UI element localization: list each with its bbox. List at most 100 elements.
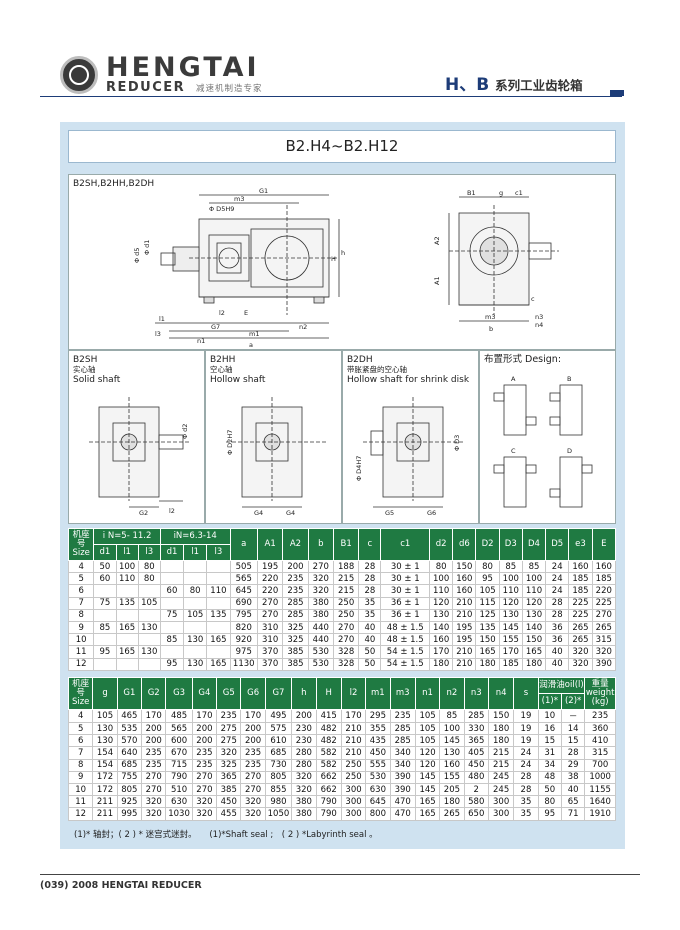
table-cell: 235 <box>584 709 616 723</box>
svg-text:n1: n1 <box>197 337 205 345</box>
table-cell: 28 <box>545 596 570 610</box>
table-cell: 440 <box>307 620 334 635</box>
sub-col-header: l3 <box>137 544 161 561</box>
drawing-b2hh-cn: 空心轴 <box>210 365 233 374</box>
table-cell: 410 <box>584 734 616 748</box>
svg-text:Φ d5: Φ d5 <box>133 248 141 263</box>
table-cell: 250 <box>340 758 367 772</box>
table-cell: 365 <box>216 770 242 784</box>
table-cell: 120 <box>414 758 441 772</box>
drawing-b2sh-code: B2SH <box>73 355 98 365</box>
table-cell: 95 <box>93 645 117 659</box>
table-cell: 188 <box>332 559 360 574</box>
table-cell: 154 <box>92 746 118 760</box>
table-cell: 130 <box>92 721 118 736</box>
table-cell: 565 <box>165 721 193 736</box>
table-cell: 200 <box>282 559 309 574</box>
table-cell: 130 <box>183 657 208 671</box>
table-cell: 1640 <box>584 795 616 809</box>
table-cell: 172 <box>92 782 118 797</box>
col-header: D2 <box>475 528 500 561</box>
table-cell: 85 <box>498 559 523 574</box>
table-cell: 180 <box>521 657 547 671</box>
table-cell: 220 <box>591 584 617 598</box>
table-cell: 36 ± 1 <box>380 608 431 622</box>
size-cell: 10 <box>67 782 94 797</box>
table-cell: 925 <box>116 795 143 809</box>
sub-col-header: d1 <box>93 544 117 561</box>
design-a-label: A <box>511 375 516 383</box>
table-cell: 211 <box>92 807 118 821</box>
table-cell <box>115 608 139 622</box>
size-cell: 6 <box>67 734 94 748</box>
design-svg: A B C D <box>493 375 593 508</box>
col-header: D3 <box>498 528 523 561</box>
series-text: 系列工业齿轮箱 <box>495 78 583 93</box>
table-cell: 195 <box>256 559 284 574</box>
table-cell: 34 <box>537 758 562 772</box>
svg-text:Φ D3: Φ D3 <box>453 435 461 451</box>
table-cell: 270 <box>191 782 218 797</box>
table-cell: 1910 <box>584 807 616 821</box>
table-cell: 270 <box>240 770 266 784</box>
table-cell: 265 <box>568 633 593 647</box>
table-cell: 1050 <box>264 807 293 821</box>
size-cell: 12 <box>67 807 94 821</box>
table-cell: 145 <box>414 782 441 797</box>
svg-text:G6: G6 <box>427 509 436 517</box>
table-cell: 450 <box>365 746 391 760</box>
table-cell: 980 <box>264 795 293 809</box>
table-cell: 50 <box>537 782 562 797</box>
table-cell: 120 <box>414 746 441 760</box>
table-cell: 328 <box>332 645 360 659</box>
col-header: G4 <box>191 677 218 710</box>
table-cell: 110 <box>521 584 547 598</box>
table-cell: 28 <box>358 572 382 586</box>
table-cell: 582 <box>315 758 342 772</box>
table-cell: 80 <box>137 572 161 586</box>
table-cell <box>159 645 185 659</box>
table-cell: 85 <box>439 709 465 723</box>
table-cell: 30 ± 1 <box>380 559 431 574</box>
table-cell: 270 <box>141 770 167 784</box>
table-cell: 320 <box>191 795 218 809</box>
table-cell: 685 <box>264 746 293 760</box>
table-cell: 535 <box>116 721 143 736</box>
table-cell: 215 <box>332 584 360 598</box>
col-header: n2 <box>439 677 465 710</box>
table-cell: 40 <box>358 633 382 647</box>
col-header: l2 <box>340 677 367 710</box>
table-cell: 130 <box>92 734 118 748</box>
ratio-group-2: iN=6.3-14 <box>159 528 231 545</box>
table-cell: 2 <box>463 782 489 797</box>
svg-text:b: b <box>489 325 493 333</box>
table-cell: 320 <box>216 746 242 760</box>
table-cell: 380 <box>291 807 317 821</box>
table-cell: 28 <box>560 746 586 760</box>
table-cell: 210 <box>452 608 477 622</box>
svg-text:Φ D5H9: Φ D5H9 <box>209 205 234 213</box>
table-cell: 380 <box>307 596 334 610</box>
table-cell: 450 <box>463 758 489 772</box>
table-cell: 328 <box>332 657 360 671</box>
table-cell: 95 <box>159 657 185 671</box>
drawing-b2dh-en: Hollow shaft for shrink disk <box>347 375 470 385</box>
table-cell: 662 <box>315 782 342 797</box>
table-cell: 235 <box>191 746 218 760</box>
table-cell: 180 <box>487 734 515 748</box>
table-cell: 31 <box>537 746 562 760</box>
col-header: G7 <box>264 677 293 710</box>
header-accent <box>610 90 624 96</box>
table-cell: 320 <box>240 807 266 821</box>
size-cell: 7 <box>67 596 95 610</box>
table-cell: 280 <box>291 746 317 760</box>
table-cell: 385 <box>282 645 309 659</box>
table-cell: 245 <box>487 770 515 784</box>
size-header-2: 机座号 Size <box>67 677 94 710</box>
table-cell: 215 <box>487 758 515 772</box>
table-cell: 610 <box>264 734 293 748</box>
